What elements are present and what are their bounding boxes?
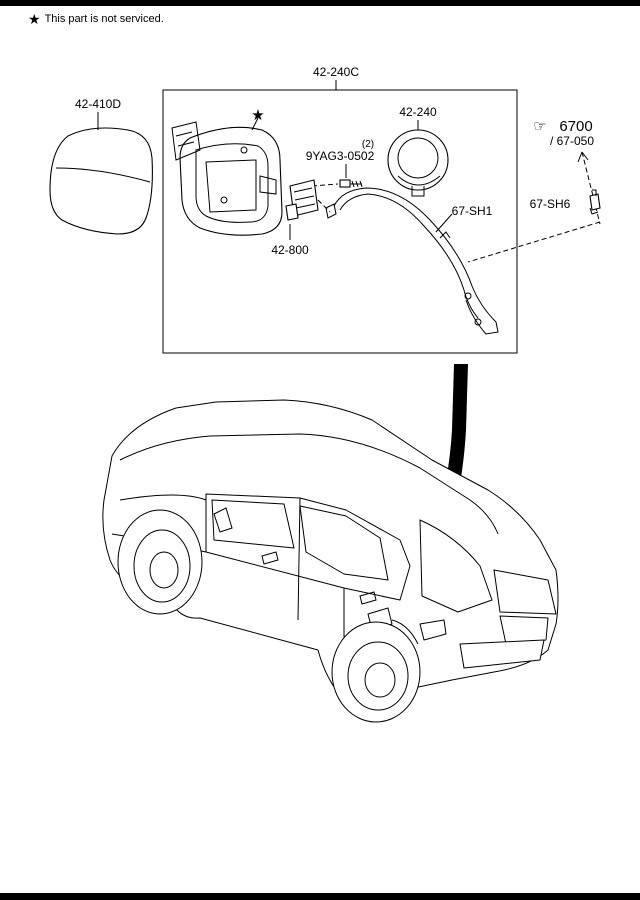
bottom-border-bar xyxy=(0,893,640,900)
label-42-410D: 42-410D xyxy=(75,97,121,111)
lid-actuator-part[interactable] xyxy=(285,179,319,221)
harness-leader xyxy=(435,213,453,233)
label-screw-qty: (2) xyxy=(362,139,374,150)
harness-part[interactable] xyxy=(333,187,499,335)
label-6700[interactable]: 6700 xyxy=(559,118,592,135)
star-icon: ★ xyxy=(28,11,41,27)
label-67-SH1: 67-SH1 xyxy=(452,204,493,218)
vehicle-illustration xyxy=(102,399,559,714)
assembly-box xyxy=(162,89,518,354)
ref-dash xyxy=(581,151,601,225)
screw-dash xyxy=(311,183,339,187)
pointing-hand-icon: ☞ xyxy=(533,118,546,135)
star-marker: ★ xyxy=(251,107,264,124)
front-wheel xyxy=(117,509,203,615)
actuator-connector xyxy=(325,203,337,219)
note-text: This part is not serviced. xyxy=(44,13,164,25)
top-border-bar xyxy=(0,0,640,6)
label-42-240: 42-240 xyxy=(399,105,437,119)
ref-arrow xyxy=(577,151,589,163)
rear-wheel xyxy=(331,621,421,723)
label-67-050: / 67-050 xyxy=(550,134,594,148)
fuel-cap-part[interactable] xyxy=(387,129,449,197)
actuator-dash xyxy=(317,199,331,213)
label-9YAG3-0502: 9YAG3-0502 xyxy=(306,149,375,163)
screw-part[interactable] xyxy=(339,179,363,188)
not-serviced-note: ★ This part is not serviced. xyxy=(28,12,164,26)
clip-part[interactable] xyxy=(589,189,601,215)
clip-dash xyxy=(467,221,601,263)
label-42-240C: 42-240C xyxy=(313,65,359,79)
label-42-800: 42-800 xyxy=(271,243,309,257)
star-leader xyxy=(251,117,259,131)
label-67-SH6: 67-SH6 xyxy=(530,197,571,211)
fuel-lid-part[interactable] xyxy=(49,127,153,235)
filler-housing-part[interactable] xyxy=(171,121,283,236)
